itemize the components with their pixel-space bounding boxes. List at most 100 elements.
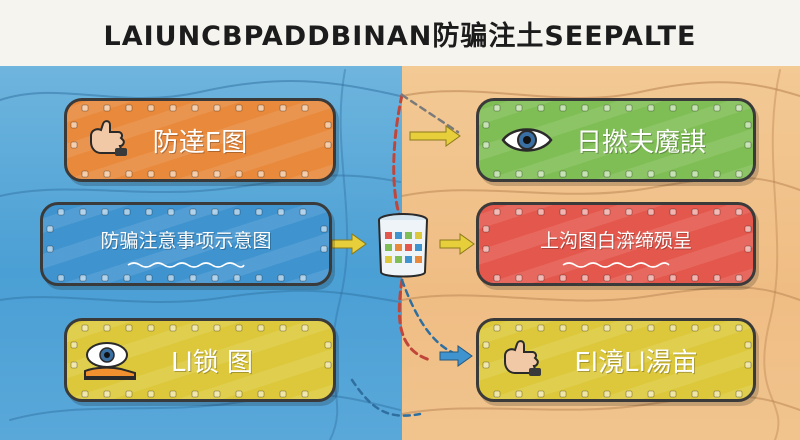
rivet-dot — [145, 274, 153, 282]
rivet-dot — [537, 390, 545, 398]
rivet-dot — [537, 324, 545, 332]
card-right-bottom[interactable]: El滰Ll湯亩 — [476, 318, 756, 402]
rivet-dot — [103, 324, 111, 332]
card-left-top[interactable]: 防逹E图 — [64, 98, 336, 182]
rivet-dot — [235, 170, 243, 178]
rivet-dot — [713, 274, 721, 282]
rivet-dot — [169, 390, 177, 398]
rivet-dot — [211, 274, 219, 282]
rivet-dot — [559, 274, 567, 282]
card-right-top[interactable]: 日撚夫魔諆 — [476, 98, 756, 182]
rivet-dot — [515, 208, 523, 216]
rivet-dot — [57, 208, 65, 216]
rivet-dot — [57, 274, 65, 282]
rivet-dot — [255, 208, 263, 216]
card-left-bottom-label: Ll锁 图 — [171, 347, 253, 378]
rivet-dot — [103, 170, 111, 178]
rivet-dot — [559, 324, 567, 332]
rivet-dot — [559, 208, 567, 216]
rivet-dot — [669, 104, 677, 112]
rivet-dot — [581, 208, 589, 216]
rivet-dot — [125, 390, 133, 398]
rivet-dot — [493, 170, 501, 178]
squiggle-line-icon — [127, 262, 245, 268]
rivet-dot — [279, 390, 287, 398]
hand-pointer-icon — [90, 120, 127, 156]
lantern-icon — [378, 213, 428, 278]
card-right-middle[interactable]: 上沟图白㴒缔殒呈 — [476, 202, 756, 286]
rivet-dot — [213, 324, 221, 332]
rivet-dot — [647, 170, 655, 178]
rivet-dot — [735, 324, 743, 332]
rivet-dot — [713, 170, 721, 178]
rivet-dot — [235, 104, 243, 112]
rivet-dot — [301, 324, 309, 332]
rivet-dot — [482, 245, 490, 253]
rivet-dot — [301, 170, 309, 178]
rivet-dot — [581, 104, 589, 112]
rivet-dot — [299, 208, 307, 216]
rivet-dot — [537, 170, 545, 178]
rivet-dot — [482, 341, 490, 349]
rivet-dot — [744, 225, 752, 233]
rivet-dot — [691, 208, 699, 216]
card-left-middle[interactable]: 防骗注意事项示意图 — [40, 202, 332, 286]
rivet-dot — [691, 170, 699, 178]
card-left-bottom[interactable]: Ll锁 图 — [64, 318, 336, 402]
rivet-dot — [324, 361, 332, 369]
rivet-dot — [744, 121, 752, 129]
rivet-dot — [233, 208, 241, 216]
rivet-dot — [189, 208, 197, 216]
rivet-dot — [81, 170, 89, 178]
rivet-dot — [46, 225, 54, 233]
rivet-dot — [324, 141, 332, 149]
rivet-dot — [691, 390, 699, 398]
rivet-dot — [191, 390, 199, 398]
rivet-dot — [169, 104, 177, 112]
rivet-dot — [537, 274, 545, 282]
rivet-dot — [101, 208, 109, 216]
rivet-dot — [191, 324, 199, 332]
rivet-dot — [515, 324, 523, 332]
rivet-dot — [537, 208, 545, 216]
rivet-dot — [603, 170, 611, 178]
rivet-dot — [581, 390, 589, 398]
arrow-icons — [331, 125, 475, 367]
card-right-middle-label: 上沟图白㴒缔殒呈 — [539, 229, 692, 252]
rivet-dot — [125, 104, 133, 112]
rivet-dot — [647, 274, 655, 282]
rivet-dot — [257, 104, 265, 112]
rivet-dot — [744, 141, 752, 149]
rivet-dot — [713, 104, 721, 112]
rivet-dot — [79, 208, 87, 216]
rivet-dot — [603, 390, 611, 398]
rivet-dot — [603, 208, 611, 216]
rivet-dot — [46, 245, 54, 253]
rivet-dot — [279, 104, 287, 112]
rivet-dot — [735, 390, 743, 398]
rivet-dot — [603, 104, 611, 112]
rivet-dot — [744, 361, 752, 369]
rivet-dot — [70, 361, 78, 369]
card-left-middle-label: 防骗注意事项示意图 — [100, 229, 272, 252]
rivet-dot — [147, 324, 155, 332]
rivet-dot — [320, 225, 328, 233]
rivet-dot — [277, 274, 285, 282]
rivet-dot — [647, 324, 655, 332]
rivet-dot — [735, 104, 743, 112]
card-left-top-label: 防逹E图 — [152, 127, 248, 158]
rivet-dot — [691, 104, 699, 112]
rivet-dot — [744, 341, 752, 349]
rivet-dot — [257, 170, 265, 178]
rivet-dot — [235, 390, 243, 398]
rivet-dot — [79, 274, 87, 282]
rivet-dot — [515, 390, 523, 398]
rivet-dot — [669, 274, 677, 282]
rivet-dot — [70, 121, 78, 129]
rivet-dot — [669, 324, 677, 332]
rivet-dot — [255, 274, 263, 282]
rivet-dot — [647, 390, 655, 398]
card-right-bottom-label: El滰Ll湯亩 — [574, 347, 698, 378]
rivet-dot — [482, 141, 490, 149]
